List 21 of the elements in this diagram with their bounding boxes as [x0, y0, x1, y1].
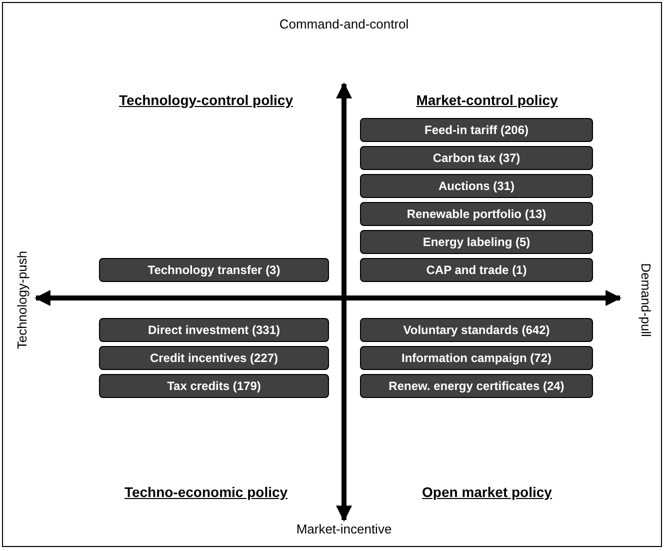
policy-box: Feed-in tariff (206)	[360, 118, 593, 142]
policy-box: Credit incentives (227)	[99, 346, 329, 370]
quadrant-heading: Techno-economic policy	[124, 484, 288, 500]
policy-box: Auctions (31)	[360, 174, 593, 198]
quadrant-heading: Technology-control policy	[119, 92, 293, 108]
axis-label: Technology-push	[14, 250, 30, 350]
axis-label: Market-incentive	[296, 522, 392, 536]
policy-box: CAP and trade (1)	[360, 258, 593, 282]
policy-box: Renewable portfolio (13)	[360, 202, 593, 226]
axis-label: Demand-pull	[638, 263, 654, 337]
policy-box: Voluntary standards (642)	[360, 318, 593, 342]
policy-box: Technology transfer (3)	[99, 258, 329, 282]
policy-box: Renew. energy certificates (24)	[360, 374, 593, 398]
policy-box: Tax credits (179)	[99, 374, 329, 398]
policy-box: Information campaign (72)	[360, 346, 593, 370]
policy-box: Carbon tax (37)	[360, 146, 593, 170]
quadrant-heading: Open market policy	[422, 484, 552, 500]
axis-label: Command-and-control	[279, 16, 409, 32]
quadrant-heading: Market-control policy	[416, 92, 558, 108]
policy-box: Direct investment (331)	[99, 318, 329, 342]
policy-box: Energy labeling (5)	[360, 230, 593, 254]
